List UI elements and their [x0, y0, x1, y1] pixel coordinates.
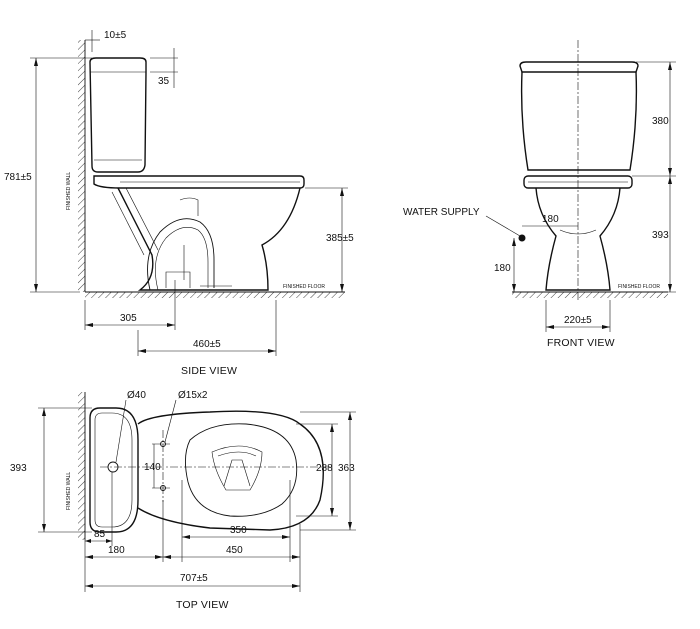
side-floor-hatch [85, 292, 345, 298]
dim-outlet-from-wall: 305 [120, 313, 137, 324]
side-view-title: SIDE VIEW [181, 365, 237, 377]
top-bowl-inner [185, 423, 298, 517]
front-view-title: FRONT VIEW [547, 337, 615, 349]
top-view: FINISHED WALL Ø40 Ø15x2 140 393 [10, 390, 356, 611]
top-wall-hatch [78, 392, 85, 540]
water-supply-point [518, 234, 526, 242]
top-finished-wall-label: FINISHED WALL [66, 472, 72, 510]
side-view: FINISHED WALL FINISHED FLOOR 10±5 35 [4, 30, 354, 377]
dim-bowl-height: 393 [652, 230, 669, 241]
dim-bowl-length: 460±5 [193, 339, 221, 350]
dim-wall-180: 180 [108, 545, 125, 556]
dim-hole-tank: Ø40 [127, 390, 146, 401]
dim-tank-height: 380 [652, 116, 669, 127]
front-seat [523, 175, 633, 189]
front-bowl [535, 187, 621, 291]
dim-total-length: 707±5 [180, 573, 208, 584]
dim-supply-height: 180 [494, 263, 511, 274]
dim-450: 450 [226, 545, 243, 556]
dim-wall-85: 85 [94, 529, 106, 540]
side-seat [93, 175, 305, 189]
dim-wall-gap: 10±5 [104, 30, 127, 41]
dim-hole-fix: Ø15x2 [178, 390, 208, 401]
front-finished-floor-label: FINISHED FLOOR [618, 284, 660, 290]
side-finished-floor-label: FINISHED FLOOR [283, 284, 325, 290]
dim-supply-offset: 180 [542, 214, 559, 225]
dim-bowl-outer: 363 [338, 463, 355, 474]
dim-bowl-inner: 288 [316, 463, 333, 474]
dim-tank-depth: 393 [10, 463, 27, 474]
dim-lid-offset: 35 [158, 76, 170, 87]
side-finished-wall-label: FINISHED WALL [66, 172, 72, 210]
side-bowl [117, 187, 301, 291]
top-view-title: TOP VIEW [176, 599, 229, 611]
water-supply-label: WATER SUPPLY [403, 207, 480, 218]
side-tank [89, 57, 147, 173]
top-bowl-outer [137, 410, 324, 531]
front-view: FINISHED FLOOR WATER SUPPLY 180 180 [403, 40, 676, 349]
dim-350: 350 [230, 525, 247, 536]
dim-total-height: 781±5 [4, 172, 32, 183]
front-tank [519, 61, 639, 73]
side-trapway [147, 218, 215, 291]
front-floor-hatch [512, 292, 668, 298]
top-tank [89, 407, 139, 533]
dim-fix-spacing: 140 [144, 462, 161, 473]
dim-foot-width: 220±5 [564, 315, 592, 326]
dim-seat-height: 385±5 [326, 233, 354, 244]
side-wall-hatch [78, 40, 85, 292]
